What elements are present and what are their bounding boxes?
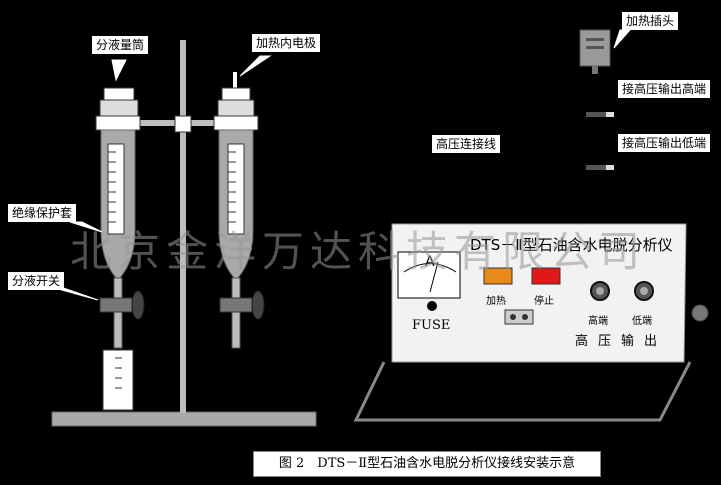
label-graduated-cylinder: 分液量筒 [92,36,149,54]
meter-unit: A [425,254,435,270]
hv-output-label: 高压输出 [575,334,668,349]
heat-button-label: 加热 [486,296,506,307]
label-insulation-sleeve: 绝缘保护套 [8,204,77,222]
label-drain-switch: 分液开关 [8,272,65,290]
heating-plug [579,29,611,74]
stop-button-label: 停止 [534,296,554,307]
fuse-label: FUSE [412,318,451,333]
instrument-title: DTS－Ⅱ型石油含水电脱分析仪 [470,236,673,254]
electrode-tube-right [213,72,265,349]
instrument-stand [353,361,692,422]
label-heating-plug: 加热插头 [622,12,679,30]
figure-caption: 图 2 DTS－Ⅱ型石油含水电脱分析仪接线安装示意 [253,451,601,477]
company-watermark: 北京金洋万达科技有限公司 [70,227,647,276]
collection-cylinder [102,349,134,411]
hv-connectors [586,112,614,170]
hv-low-label: 低端 [632,316,652,327]
label-hv-output-low: 接高压输出低端 [618,134,711,152]
label-hv-wire: 高压连接线 [432,135,501,153]
hv-high-label: 高端 [588,316,608,327]
instrument-body [391,223,709,363]
label-hv-output-high: 接高压输出高端 [618,80,711,98]
stand [51,40,317,427]
label-heating-electrode: 加热内电极 [252,34,321,52]
separating-tube-left [95,87,145,349]
